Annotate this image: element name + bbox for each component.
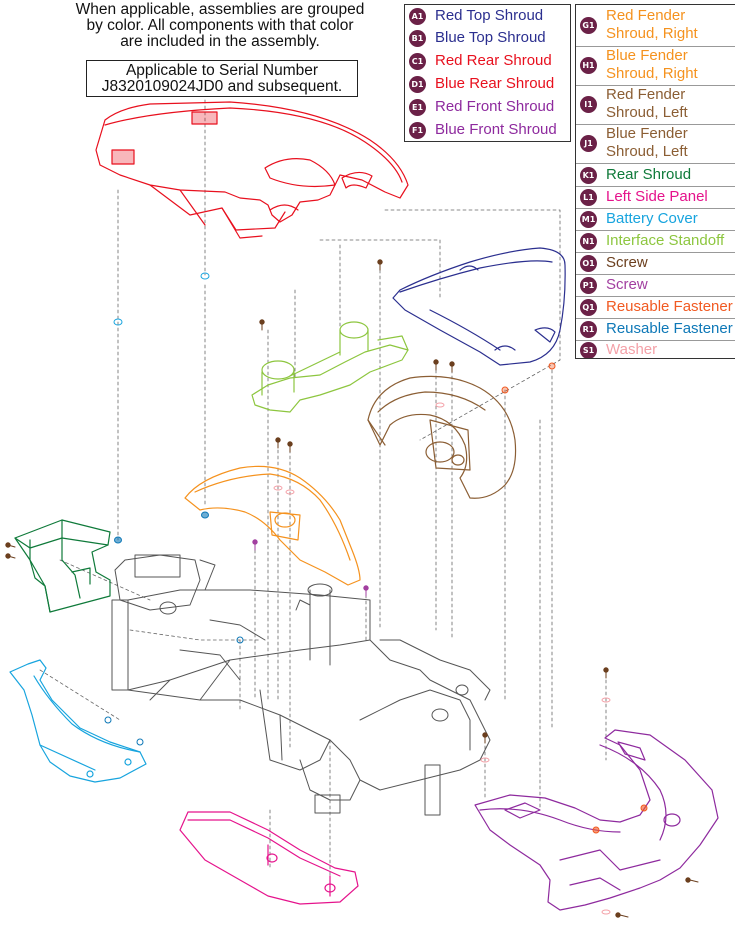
fender-shroud-left <box>367 375 517 499</box>
serial-line: J8320109024JD0 and subsequent. <box>101 78 343 95</box>
legend-badge: E1 <box>409 99 426 116</box>
screws <box>5 259 699 918</box>
legend-label: Blue Fender Shroud, Left <box>606 125 735 161</box>
legend-badge: N1 <box>580 233 597 250</box>
legend-label: Blue Top Shroud <box>435 29 546 46</box>
legend-label-line: Blue Fender <box>606 125 688 142</box>
legend-badge: M1 <box>580 211 597 228</box>
blue-top-shroud <box>392 247 566 366</box>
left-side-panel <box>179 811 359 905</box>
legend-label: Red Rear Shroud <box>435 52 552 69</box>
legend-label: Left Side Panel <box>606 188 708 205</box>
legend-divider <box>576 85 735 86</box>
legend-divider <box>576 208 735 209</box>
legend-badge: C1 <box>409 53 426 70</box>
legend-label-line: Shroud, Right <box>606 25 698 42</box>
legend-label: Screw <box>606 254 648 271</box>
assembly-note-line: When applicable, assemblies are grouped <box>75 1 365 18</box>
legend-label: Blue Fender Shroud, Right <box>606 47 735 83</box>
legend-divider <box>576 186 735 187</box>
legend-label: Red Top Shroud <box>435 7 544 24</box>
legend-badge: K1 <box>580 167 597 184</box>
legend-label-line: Red Fender <box>606 7 686 24</box>
legend-divider <box>576 163 735 164</box>
legend-label: Red Fender Shroud, Left <box>606 86 735 122</box>
legend-label: Rear Shroud <box>606 166 692 183</box>
legend-divider <box>576 46 735 47</box>
legend-badge: I1 <box>580 96 597 113</box>
legend-divider <box>576 124 735 125</box>
front-shroud <box>474 729 719 911</box>
legend-label-line: Shroud, Right <box>606 65 698 82</box>
legend-badge: S1 <box>580 342 597 358</box>
legend-badge: F1 <box>409 122 426 139</box>
legend-label: Blue Rear Shroud <box>435 75 555 92</box>
assembly-note: When applicable, assemblies are grouped … <box>60 2 380 50</box>
legend-label: Red Front Shroud <box>435 98 555 115</box>
legend-badge: L1 <box>580 189 597 206</box>
assembly-guide-lines <box>39 99 607 881</box>
legend-divider <box>576 340 735 341</box>
fastener-caps <box>113 272 210 326</box>
legend-label: Reusable Fastener <box>606 320 733 337</box>
rear-shroud <box>14 519 111 613</box>
legend-label-line: Blue Fender <box>606 47 688 64</box>
legend-label: Red Fender Shroud, Right <box>606 7 735 43</box>
legend-components: G1 Red Fender Shroud, Right H1 Blue Fend… <box>575 4 735 359</box>
legend-label: Washer <box>606 341 658 358</box>
legend-badge: P1 <box>580 277 597 294</box>
serial-number-box: Applicable to Serial Number J8320109024J… <box>86 60 358 97</box>
legend-label: Reusable Fastener <box>606 298 733 315</box>
red-top-shroud <box>95 101 409 239</box>
legend-label-line: Red Fender <box>606 86 686 103</box>
legend-badge: J1 <box>580 135 597 152</box>
fender-shroud-right <box>184 465 361 586</box>
legend-badge: D1 <box>409 76 426 93</box>
legend-badge: A1 <box>409 8 426 25</box>
legend-divider <box>576 252 735 253</box>
reusable-fasteners <box>501 362 648 834</box>
legend-label: Screw <box>606 276 648 293</box>
purple-screws <box>252 539 369 597</box>
legend-divider <box>576 230 735 231</box>
legend-label: Blue Front Shroud <box>435 121 557 138</box>
legend-label: Battery Cover <box>606 210 698 227</box>
assembly-note-line: are included in the assembly. <box>120 33 320 50</box>
legend-divider <box>576 274 735 275</box>
legend-label: Interface Standoff <box>606 232 725 249</box>
legend-badge: B1 <box>409 30 426 47</box>
battery-cover <box>9 659 147 783</box>
legend-badge: H1 <box>580 57 597 74</box>
legend-badge: R1 <box>580 321 597 338</box>
serial-line: Applicable to Serial Number <box>125 62 319 79</box>
legend-badge: O1 <box>580 255 597 272</box>
legend-label-line: Shroud, Left <box>606 104 688 121</box>
legend-badge: G1 <box>580 17 597 34</box>
washers <box>273 402 611 915</box>
interface-standoff <box>251 321 409 413</box>
legend-divider <box>576 318 735 319</box>
legend-divider <box>576 296 735 297</box>
scooter-frame <box>111 554 491 816</box>
assembly-note-line: by color. All components with that color <box>86 17 354 34</box>
legend-label-line: Shroud, Left <box>606 143 688 160</box>
legend-badge: Q1 <box>580 299 597 316</box>
legend-shrouds: A1 Red Top Shroud B1 Blue Top Shroud C1 … <box>404 4 571 142</box>
blue-reusable-fasteners <box>104 511 244 746</box>
